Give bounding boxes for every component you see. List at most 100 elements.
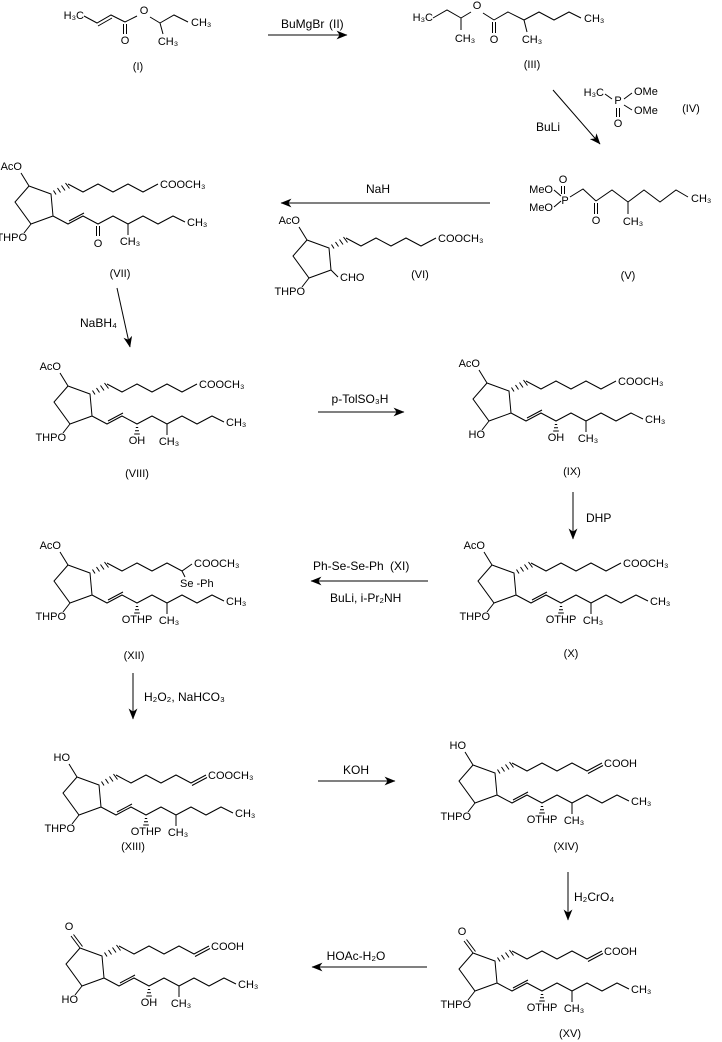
- reagent-label: HOAc-H₂O: [327, 949, 386, 963]
- branch-methyl-label: CH₃: [623, 216, 643, 228]
- ester-label: COOCH₃: [208, 770, 253, 782]
- mid-group-label: OTHP: [122, 614, 153, 626]
- top-group-label: AcO: [40, 361, 62, 373]
- ester-label: COOCH₃: [160, 179, 205, 191]
- bottom-group-label: HO: [469, 429, 486, 441]
- double-bond-marks: [492, 22, 496, 33]
- branch-methyl-label: CH₃: [171, 998, 191, 1010]
- branch-methyl-label: CH₃: [159, 436, 179, 448]
- methyl-label: H₃C: [584, 87, 604, 99]
- ester-label: COOCH₃: [623, 558, 668, 570]
- reagent-label: H₂CrO₄: [574, 890, 614, 904]
- skeleton-bonds: [292, 226, 437, 288]
- branch-methyl-label: CH₃: [522, 34, 542, 46]
- end-methyl-label: CH₃: [235, 808, 255, 820]
- reagent-number-label: (II): [329, 17, 344, 31]
- bottom-group-label: THPO: [35, 432, 66, 444]
- branch-methyl-label: CH₃: [564, 1003, 584, 1015]
- ester-label: COOCH₃: [618, 376, 663, 388]
- compound-number-IX: (IX): [563, 466, 581, 478]
- stereo-and-double-bond-marks: [92, 561, 140, 614]
- skeleton-bonds: [62, 763, 234, 826]
- skeleton-bonds: [458, 940, 630, 1002]
- sec-methyl-label: CH₃: [158, 36, 178, 48]
- meo-top-label: MeO: [529, 184, 553, 196]
- mid-group-label: OH: [548, 432, 565, 444]
- arrow-III-to-V: BuLi: [536, 89, 601, 145]
- end-methyl-label: CH₃: [187, 217, 207, 229]
- stereo-and-double-bond-marks: [497, 761, 604, 814]
- compound-number-VIII: (VIII): [125, 468, 149, 480]
- stereo-hash-marks: [331, 236, 348, 249]
- compound-V: MeO MeO P O O CH₃ CH₃: [529, 174, 711, 228]
- compound-IX: AcO COOCH₃ HO OH CH₃ CH₃: [459, 358, 666, 445]
- ome-top-label: OMe: [634, 86, 658, 98]
- top-group-label: AcO: [464, 540, 486, 552]
- reagent-label: NaH: [366, 182, 390, 196]
- reagent-label: H₂O₂, NaHCO₃: [144, 690, 225, 704]
- meo-bottom-label: MeO: [529, 202, 553, 214]
- compound-number-VII: (VII): [110, 268, 131, 280]
- compound-XIII: HO COOCH₃ THPO OTHP CH₃ CH₃: [44, 752, 255, 839]
- acid-label: COOH: [604, 758, 637, 770]
- compound-number-V: (V): [621, 270, 636, 282]
- end-methyl-label: CH₃: [650, 596, 670, 608]
- ester-o-label: O: [473, 0, 482, 12]
- bottom-group-label: THPO: [459, 611, 490, 623]
- bottom-group-label: THPO: [440, 999, 471, 1011]
- methyl-label: H₃C: [413, 12, 433, 24]
- skeleton-bonds: [553, 188, 689, 214]
- carbonyl-o-label: O: [490, 34, 499, 46]
- end-methyl-label: CH₃: [584, 13, 604, 25]
- arrow-V-VI-to-VII: NaH: [280, 182, 490, 208]
- compound-number-I: (I): [133, 61, 143, 73]
- branch-methyl-label: CH₃: [564, 815, 584, 827]
- carbonyl-o-label: O: [121, 35, 130, 47]
- ketone-o-label: O: [592, 215, 601, 227]
- skeleton-bonds: [65, 935, 237, 997]
- end-methyl-label: CH₃: [226, 417, 246, 429]
- mid-group-label: OTHP: [131, 826, 162, 838]
- ester-label: COOCH₃: [194, 558, 239, 570]
- arrow-XIII-to-XIV: KOH: [318, 763, 396, 786]
- compound-VII: AcO COOCH₃ THPO O CH₃ CH₃: [0, 161, 207, 250]
- skeleton-bonds: [472, 369, 644, 432]
- compound-number-XIII: (XIII): [121, 841, 145, 853]
- top-group-label: AcO: [1, 161, 23, 173]
- skeleton-bonds: [604, 92, 633, 111]
- top-group-label: AcO: [40, 540, 62, 552]
- reagent-label: BuLi: [536, 120, 560, 134]
- reagent-above-label: Ph-Se-Se-Ph: [313, 559, 384, 573]
- compound-XIV: HO COOH THPO OTHP CH₃ CH₃: [440, 740, 651, 827]
- ring-ketone-o-label: O: [65, 921, 74, 933]
- compound-number-VI: (VI): [411, 269, 429, 281]
- compound-XII: AcO COOCH₃ Se -Ph THPO OTHP CH₃ CH₃: [35, 540, 246, 627]
- ester-label: COOCH₃: [438, 233, 483, 245]
- branch-methyl-label: CH₃: [168, 827, 188, 839]
- mid-group-label: OH: [141, 997, 158, 1009]
- bottom-group-label: THPO: [274, 286, 305, 298]
- arrow-XIV-to-XV: H₂CrO₄: [563, 872, 614, 921]
- reagent-below-label: BuLi, i-Pr₂NH: [330, 591, 401, 605]
- mid-group-label: OH: [129, 435, 146, 447]
- top-group-label: HO: [54, 752, 71, 764]
- acid-label: COOH: [211, 941, 244, 953]
- compound-I: H₃C O O CH₃ CH₃: [64, 5, 212, 48]
- end-methyl-label: CH₃: [645, 414, 665, 426]
- reagent-number-label: (XI): [390, 559, 409, 573]
- compound-number-labels: (I) (III) (IV) (V) (VI) (VII) (VIII) (IX…: [110, 59, 700, 1040]
- compound-VIII: AcO COOCH₃ THPO OH CH₃ CH₃: [35, 361, 246, 448]
- end-methyl-label: CH₃: [631, 796, 651, 808]
- aldehyde-label: CHO: [340, 272, 365, 284]
- bottom-group-label: THPO: [0, 232, 27, 244]
- top-group-label: AcO: [459, 358, 481, 370]
- compound-number-XIV: (XIV): [553, 841, 578, 853]
- compound-final: O COOH HO OH CH₃ CH₃: [62, 921, 259, 1010]
- skeleton-bonds: [53, 551, 225, 614]
- compound-number-XII: (XII): [124, 650, 145, 662]
- arrow-VIII-to-IX: p-TolSO₃H: [318, 392, 405, 417]
- arrow-XII-to-XIII: H₂O₂, NaHCO₃: [128, 673, 225, 720]
- double-bond-marks: [97, 17, 127, 34]
- arrow-line: [552, 89, 601, 145]
